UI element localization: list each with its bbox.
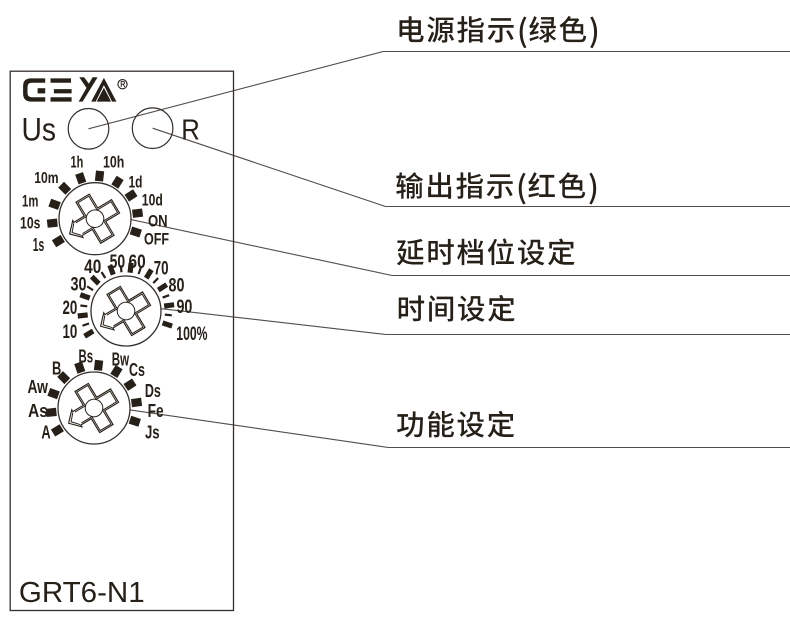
svg-text:Js: Js <box>145 421 160 442</box>
svg-text:Bs: Bs <box>79 346 94 367</box>
svg-text:30: 30 <box>71 274 87 295</box>
svg-text:GRT6-N1: GRT6-N1 <box>19 577 145 609</box>
svg-text:Ds: Ds <box>145 380 161 401</box>
svg-text:1h: 1h <box>71 153 84 172</box>
svg-text:40: 40 <box>84 257 101 278</box>
svg-text:70: 70 <box>154 258 169 279</box>
svg-text:Aw: Aw <box>27 376 48 397</box>
svg-text:B: B <box>52 358 61 379</box>
svg-text:10m: 10m <box>34 170 58 187</box>
svg-text:Cs: Cs <box>129 359 145 380</box>
svg-text:1d: 1d <box>129 174 143 192</box>
svg-text:80: 80 <box>169 276 185 297</box>
svg-text:Fe: Fe <box>148 400 164 421</box>
svg-text:As: As <box>28 400 48 421</box>
svg-text:100%: 100% <box>176 324 207 345</box>
svg-text:Us: Us <box>22 111 57 147</box>
svg-text:10d: 10d <box>142 192 163 210</box>
svg-text:50: 50 <box>110 252 126 273</box>
svg-text:10h: 10h <box>103 153 124 172</box>
svg-text:ON: ON <box>148 213 168 231</box>
svg-text:10: 10 <box>63 322 78 343</box>
svg-text:OFF: OFF <box>144 231 169 249</box>
svg-text:R: R <box>181 115 200 147</box>
svg-text:10s: 10s <box>20 215 40 233</box>
svg-text:90: 90 <box>176 297 192 318</box>
svg-text:Bw: Bw <box>112 348 130 369</box>
svg-text:1s: 1s <box>33 234 45 255</box>
svg-text:20: 20 <box>63 298 78 319</box>
svg-text:60: 60 <box>129 252 146 273</box>
svg-text:1m: 1m <box>22 192 38 211</box>
svg-text:A: A <box>41 421 50 442</box>
